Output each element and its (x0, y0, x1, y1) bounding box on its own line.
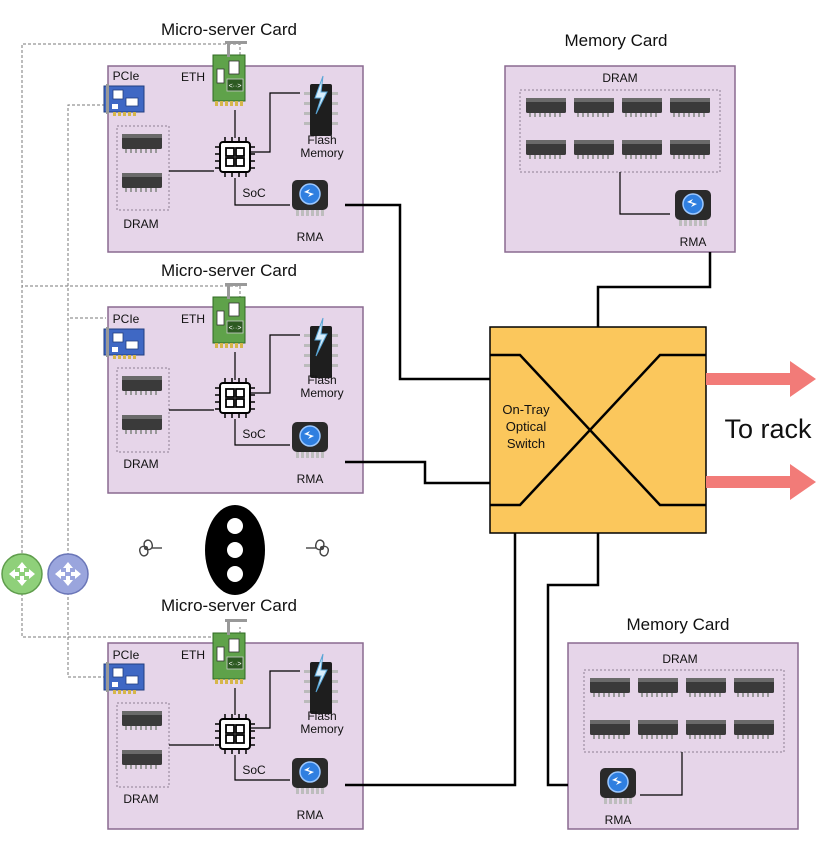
vertical-ellipsis-icon (205, 505, 265, 595)
dram-label: DRAM (602, 71, 637, 85)
pcie-label: PCIe (113, 648, 140, 662)
arrow-right-icon (706, 361, 816, 397)
flash-label-line2: Memory (300, 146, 343, 160)
router-icon (47, 553, 89, 595)
eth-label: ETH (181, 312, 205, 326)
to-rack-label: To rack (724, 414, 812, 444)
pcie-card-icon (103, 661, 145, 695)
microserver-card: Micro-server Card DRAM SoC ETH PCIe Flas… (103, 261, 364, 494)
card-title: Memory Card (627, 615, 730, 634)
flash-label-line1: Flash (307, 133, 336, 147)
dram-label: DRAM (123, 792, 158, 806)
dram-group (116, 125, 170, 211)
card-title: Micro-server Card (161, 596, 297, 615)
router-icon (1, 553, 43, 595)
pcie-card-icon (103, 83, 145, 117)
eth-label: ETH (181, 70, 205, 84)
rma-label: RMA (680, 235, 707, 249)
flash-label-line2: Memory (300, 386, 343, 400)
switch-label-line3: Switch (507, 436, 545, 451)
optical-links (345, 203, 712, 787)
rma-label: RMA (605, 813, 632, 827)
pcie-card-icon (103, 326, 145, 360)
eth-card-icon (212, 282, 248, 349)
soc-chip (214, 377, 256, 419)
memory-card: Memory Card DRAM RMA (567, 615, 799, 830)
eth-card-icon (212, 40, 248, 107)
switch-label-line1: On-Tray (502, 402, 550, 417)
soc-chip (214, 136, 256, 178)
dram-label: DRAM (123, 457, 158, 471)
optical-switch: On-Tray Optical Switch (489, 326, 707, 534)
arrow-right-icon (706, 464, 816, 500)
flash-label-line1: Flash (307, 709, 336, 723)
pcie-label: PCIe (113, 69, 140, 83)
card-title: Micro-server Card (161, 261, 297, 280)
soc-chip (214, 713, 256, 755)
switch-label-line2: Optical (506, 419, 547, 434)
soc-label: SoC (242, 763, 266, 777)
dram-label: DRAM (662, 652, 697, 666)
dram-group (583, 669, 785, 753)
rma-label: RMA (297, 472, 324, 486)
dram-label: DRAM (123, 217, 158, 231)
card-title: Memory Card (565, 31, 668, 50)
fan-icon (305, 539, 330, 557)
rma-label: RMA (297, 808, 324, 822)
card-title: Micro-server Card (161, 20, 297, 39)
pcie-label: PCIe (113, 312, 140, 326)
fan-icon (138, 539, 163, 557)
microserver-card: Micro-server Card DRAM SoC ETH PCIe Flas… (103, 20, 364, 253)
rma-label: RMA (297, 230, 324, 244)
microserver-card: Micro-server Card DRAM SoC ETH PCIe Flas… (103, 596, 364, 830)
flash-label-line1: Flash (307, 373, 336, 387)
eth-label: ETH (181, 648, 205, 662)
flash-label-line2: Memory (300, 722, 343, 736)
memory-card: Memory Card DRAM RMA (504, 31, 736, 253)
management-network-links (21, 43, 241, 678)
eth-card-icon (212, 618, 248, 685)
soc-label: SoC (242, 186, 266, 200)
soc-label: SoC (242, 427, 266, 441)
